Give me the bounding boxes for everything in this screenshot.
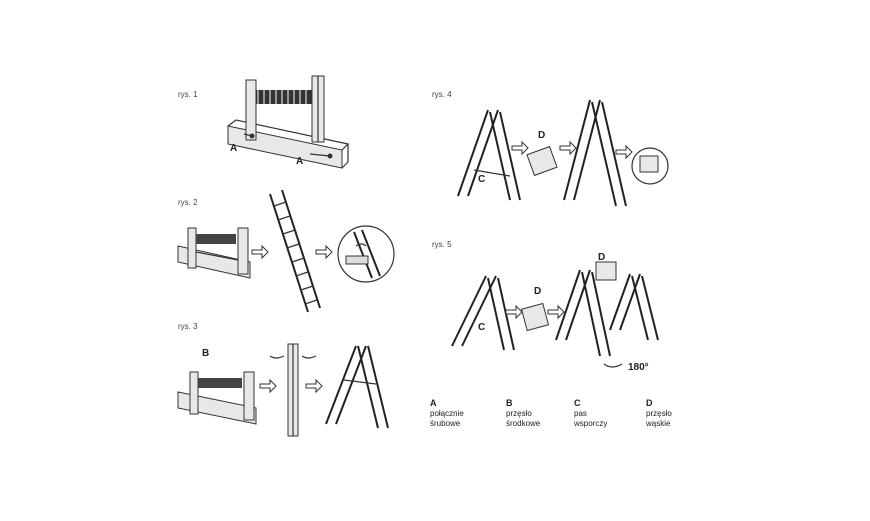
rotation-label: 180° (628, 362, 649, 373)
legend-key: D (646, 398, 653, 408)
figure-1-label: rys. 1 (178, 90, 198, 99)
callout-a: A (296, 156, 304, 167)
figure-4-label: rys. 4 (432, 90, 452, 99)
callout-d: D (598, 252, 606, 263)
legend-item-d: D przęsło wąskie (646, 398, 672, 429)
legend-line-1: pas (574, 409, 587, 418)
legend-line-1: przęsło (506, 409, 532, 418)
callout-a: A (230, 143, 238, 154)
figure-1-drawing (227, 75, 350, 169)
figure-4-drawing (457, 99, 669, 207)
legend-line-2: śrubowe (430, 419, 461, 428)
figure-5-drawing (451, 261, 659, 368)
figure-3-drawing (177, 343, 389, 437)
legend-line-1: przęsło (646, 409, 672, 418)
legend-line-2: wąskie (646, 419, 671, 428)
legend-key: B (506, 398, 513, 408)
callout-d: D (534, 286, 542, 297)
legend-line-2: wsporczy (574, 419, 608, 428)
callout-d: D (538, 130, 546, 141)
figure-2-drawing (177, 189, 395, 313)
legend-item-a: A połącznie śrubowe (430, 398, 464, 429)
callout-b: B (202, 348, 210, 359)
figure-3-label: rys. 3 (178, 322, 198, 331)
figure-2-label: rys. 2 (178, 198, 198, 207)
legend-item-c: C pas wsporczy (574, 398, 607, 429)
callout-c: C (478, 322, 486, 333)
legend-key: C (574, 398, 581, 408)
figure-5-label: rys. 5 (432, 240, 452, 249)
legend-item-b: B przęsło środkowe (506, 398, 540, 429)
legend-line-2: środkowe (506, 419, 541, 428)
legend-key: A (430, 398, 437, 408)
legend-line-1: połącznie (430, 409, 464, 418)
callout-c: C (478, 174, 486, 185)
